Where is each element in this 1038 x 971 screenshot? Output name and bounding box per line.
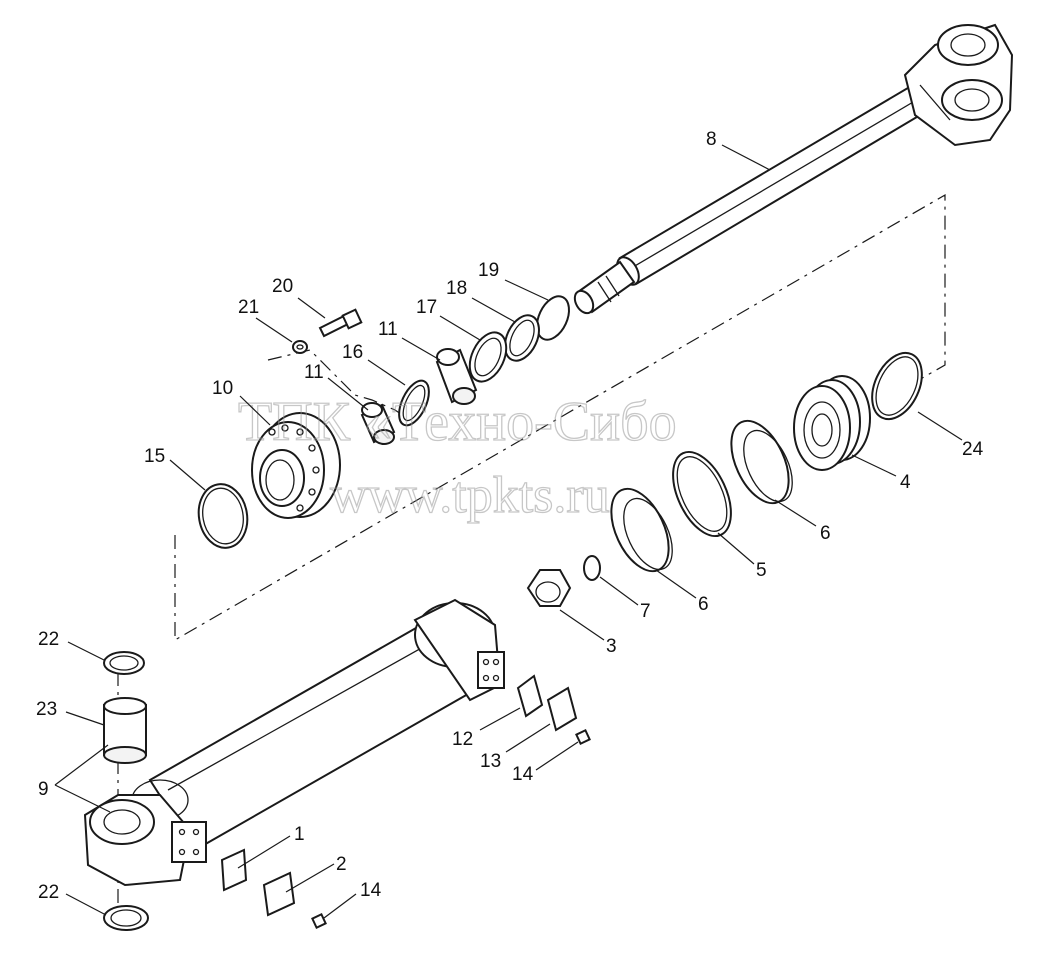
seal-5 xyxy=(672,450,732,538)
callout-22: 22 xyxy=(38,882,59,903)
watermark: ТПК «Техно-Сибо www.tpkts.ru xyxy=(237,390,677,524)
watermark-url: www.tpkts.ru xyxy=(330,467,610,524)
callout-4: 4 xyxy=(900,472,911,493)
callout-14: 14 xyxy=(512,764,534,785)
callout-9: 9 xyxy=(38,779,49,800)
callout-12: 12 xyxy=(452,729,473,750)
gasket-12 xyxy=(516,674,544,718)
bushing-11-upper xyxy=(435,348,478,405)
nut-3 xyxy=(526,569,572,607)
callout-16: 16 xyxy=(342,342,363,363)
callout-17: 17 xyxy=(416,297,437,318)
wear-ring-6-left xyxy=(610,487,673,573)
o-ring-15 xyxy=(197,483,249,549)
ring-19 xyxy=(536,295,570,341)
ring-18 xyxy=(504,314,540,362)
piston-4 xyxy=(793,375,871,471)
callout-18: 18 xyxy=(446,278,467,299)
ring-7 xyxy=(583,555,601,581)
plate-13 xyxy=(546,686,578,732)
callout-10: 10 xyxy=(212,378,233,399)
callout-13: 13 xyxy=(480,751,501,772)
callout-22: 22 xyxy=(38,629,59,650)
callout-15: 15 xyxy=(144,446,165,467)
callout-11: 11 xyxy=(378,319,398,340)
callout-21: 21 xyxy=(238,297,259,318)
bolt-20 xyxy=(318,308,363,338)
washer-21 xyxy=(292,340,308,354)
bushing-11-lower xyxy=(360,402,396,445)
ring-16 xyxy=(398,379,430,427)
callout-5: 5 xyxy=(756,560,767,581)
screw-14-upper xyxy=(575,729,591,745)
callout-23: 23 xyxy=(36,699,57,720)
callout-8: 8 xyxy=(706,129,717,150)
piston-rod xyxy=(573,23,1014,315)
callout-11: 11 xyxy=(304,362,324,383)
bushing-23 xyxy=(103,697,147,764)
callout-19: 19 xyxy=(478,260,499,281)
cylinder-tube xyxy=(83,598,505,887)
callout-24: 24 xyxy=(962,439,984,460)
o-ring-24 xyxy=(871,351,923,421)
gasket-1 xyxy=(220,848,248,892)
callout-3: 3 xyxy=(606,636,617,657)
wear-ring-6-right xyxy=(730,419,793,505)
callout-1: 1 xyxy=(294,824,305,845)
seal-17 xyxy=(468,331,508,383)
screw-14-lower xyxy=(311,913,327,929)
callout-6: 6 xyxy=(698,594,709,615)
callout-14: 14 xyxy=(360,880,382,901)
gland-flange-10 xyxy=(251,412,341,519)
callout-2: 2 xyxy=(336,854,347,875)
callout-labels: 8 19 18 17 11 16 11 20 21 10 15 24 4 6 5… xyxy=(36,129,984,903)
leader-lines xyxy=(54,144,963,919)
callout-6: 6 xyxy=(820,523,831,544)
seal-ring-22-top xyxy=(103,651,145,675)
callout-20: 20 xyxy=(272,276,293,297)
seal-ring-22-bottom xyxy=(103,905,149,931)
plate-2 xyxy=(262,871,296,917)
callout-7: 7 xyxy=(640,601,651,622)
watermark-company: ТПК «Техно-Сибо xyxy=(238,391,677,453)
